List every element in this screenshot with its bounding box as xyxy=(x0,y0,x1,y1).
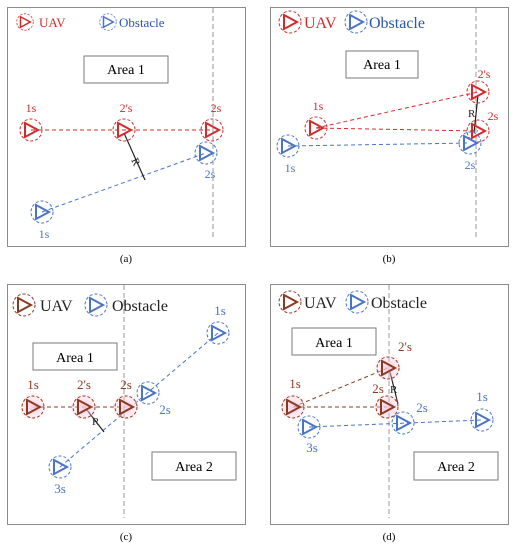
area-1-label: Area 1 xyxy=(315,336,353,351)
area-2-box xyxy=(151,451,237,481)
obstacle-path xyxy=(41,152,207,213)
panel-d-content: UAV Obstacle Area 1 Area 2 R 1s 2's 2s 1… xyxy=(278,285,499,518)
uav-2s-label: 2s xyxy=(211,101,222,115)
legend-obstacle-label: Obstacle xyxy=(371,295,427,312)
uav-path-upper xyxy=(315,91,479,129)
legend-uav-label: UAV xyxy=(304,295,337,312)
panel-a-content: UAV Obstacle Area 1 R 1s 2's 2s 1s 2s xyxy=(16,8,224,241)
uav-2ps-label: 2's xyxy=(77,377,91,392)
obstacle-1s-label: 1s xyxy=(285,161,296,175)
area-1-box xyxy=(83,55,169,84)
legend-obstacle-label: Obstacle xyxy=(119,15,165,30)
area-2-label: Area 2 xyxy=(437,460,475,475)
panel-c-content: UAV Obstacle Area 1 Area 2 R 1s 2's 2s 1… xyxy=(12,285,237,518)
obstacle-legend-icon xyxy=(344,10,368,34)
obstacle-1s-label: 1s xyxy=(214,303,226,318)
uav-1s-label: 1s xyxy=(26,101,37,115)
uav-2s-label: 2s xyxy=(488,109,499,123)
obstacle-1s-label: 1s xyxy=(39,227,50,241)
uav-legend-icon xyxy=(16,13,34,31)
uav-2s-label: 2s xyxy=(120,377,132,392)
uav-legend-icon xyxy=(278,10,302,34)
uav-2ps-label: 2's xyxy=(398,339,412,354)
uav-2ps-label: 2's xyxy=(478,67,491,81)
obstacle-legend-icon xyxy=(345,290,369,314)
obstacle-3s-label: 3s xyxy=(54,481,66,496)
obstacle-3s-label: 3s xyxy=(306,440,318,455)
legend-obstacle-label: Obstacle xyxy=(112,298,168,315)
uav-1s-label: 1s xyxy=(313,99,324,113)
obstacle-2s-label: 2s xyxy=(205,167,216,181)
area-1-label: Area 1 xyxy=(56,351,94,366)
caption-a: (a) xyxy=(119,253,133,265)
caption-c: (c) xyxy=(119,531,133,543)
obstacle-2s-label: 2s xyxy=(416,400,428,415)
uav-2ps-label: 2's xyxy=(120,101,133,115)
r-label: R xyxy=(92,416,100,428)
uav-1s-label: 1s xyxy=(27,377,39,392)
area-1-label: Area 1 xyxy=(363,58,401,73)
legend-uav-label: UAV xyxy=(40,298,73,315)
obstacle-legend-icon xyxy=(99,13,117,31)
r-distance-line xyxy=(123,132,146,181)
r-label: R xyxy=(390,384,398,396)
area-2-box xyxy=(413,451,499,481)
area-1-box xyxy=(291,327,377,356)
panel-b-content: UAV Obstacle Area 1 R 1s 2's 2s 1s 2s xyxy=(276,8,499,240)
obstacle-legend-icon xyxy=(84,293,108,317)
uav-legend-icon xyxy=(278,290,302,314)
legend-uav-label: UAV xyxy=(39,15,66,30)
obstacle-2s-label: 2s xyxy=(465,158,476,172)
area-1-label: Area 1 xyxy=(107,63,145,78)
uav-legend-icon xyxy=(12,293,36,317)
uav-2s-label: 2s xyxy=(372,381,384,396)
caption-b: (b) xyxy=(382,253,396,265)
r-label: R xyxy=(468,108,476,120)
obstacle-1s-label: 1s xyxy=(476,389,488,404)
legend-uav-label: UAV xyxy=(304,15,337,32)
area-1-box xyxy=(345,50,419,79)
legend-obstacle-label: Obstacle xyxy=(369,15,425,32)
r-label: R xyxy=(128,156,142,168)
uav-1s-label: 1s xyxy=(289,376,301,391)
uav-path-upper xyxy=(292,367,389,408)
obstacle-path xyxy=(308,419,483,428)
r-distance-line xyxy=(473,94,479,134)
uav-path-lower xyxy=(315,127,479,132)
obstacle-2s-label: 2s xyxy=(159,402,171,417)
obstacle-path xyxy=(287,142,471,147)
area-2-label: Area 2 xyxy=(175,460,213,475)
caption-d: (d) xyxy=(382,531,396,543)
area-1-box xyxy=(32,342,118,371)
